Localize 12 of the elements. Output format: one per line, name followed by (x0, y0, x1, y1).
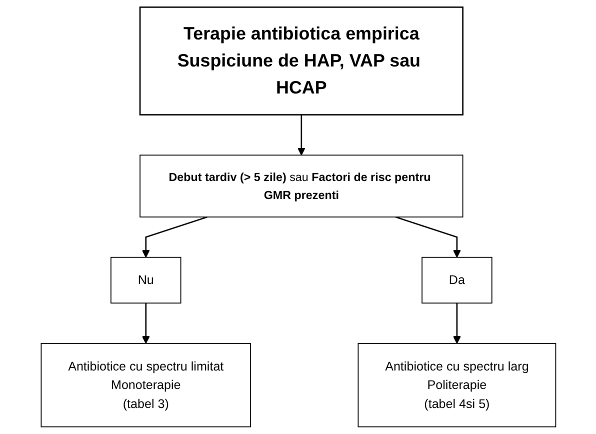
node-box (139, 154, 463, 218)
flowchart: Terapie antibiotica empirica Suspiciune de HAP, VAP sau HCAP Debut tardiv (> 5 zile) sau Factori de risc pentru GMR prezenti Nu Da Antibiotice cu spectru limitat Monoterapie (tabel 3) Antibiotice cu spectru larg Politerapie (tabel 4si 5) (34, 0, 562, 434)
node-box (110, 256, 181, 304)
arrow (297, 114, 305, 156)
arrow (141, 303, 150, 344)
node-box (138, 6, 464, 116)
node-box (40, 342, 251, 428)
arrow (141, 216, 208, 258)
arrow (394, 216, 460, 258)
node-box (421, 256, 492, 304)
arrow (452, 303, 460, 344)
node-box (357, 342, 556, 428)
